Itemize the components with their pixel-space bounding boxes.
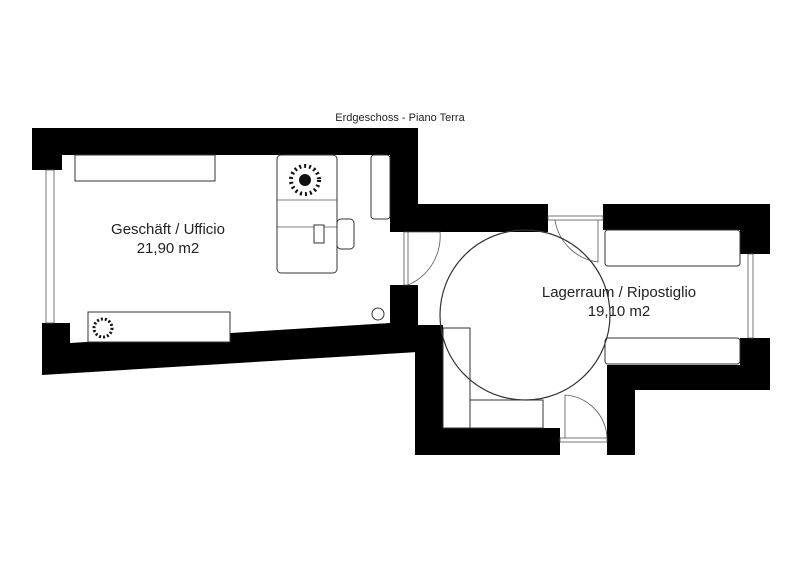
furniture (74, 154, 741, 429)
room-area-office: 21,90 m2 (137, 240, 200, 257)
room-name-office: Geschäft / Ufficio (111, 221, 225, 238)
plant-icon (92, 164, 321, 339)
room-area-storage: 19,10 m2 (588, 303, 651, 320)
walls (32, 128, 770, 455)
room-name-storage: Lagerraum / Ripostiglio (542, 284, 696, 301)
windows-doors (45, 169, 754, 443)
plan-title: Erdgeschoss - Piano Terra (335, 112, 465, 124)
